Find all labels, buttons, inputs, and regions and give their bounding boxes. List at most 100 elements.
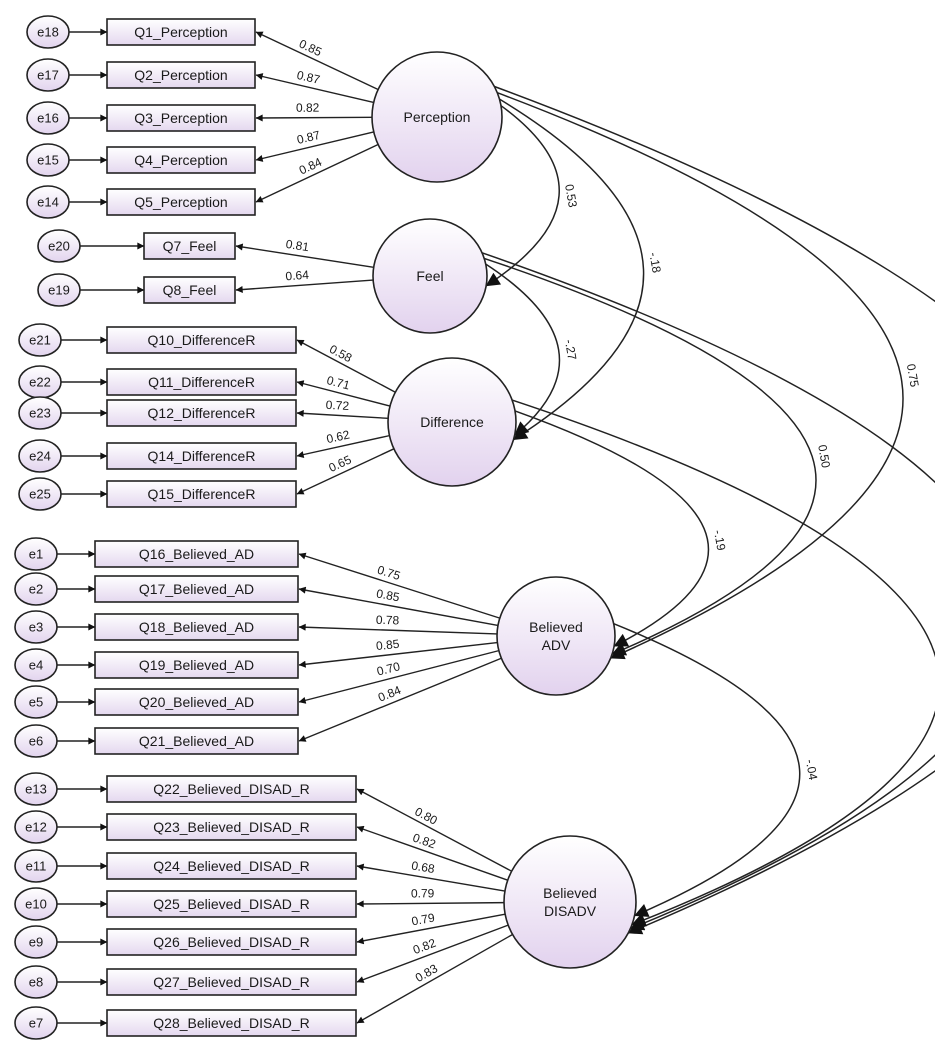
indicator: Q27_Believed_DISAD_R <box>106 968 357 996</box>
error-term: e20 <box>37 229 81 263</box>
indicator-box <box>106 61 256 89</box>
latent-circle <box>372 218 488 334</box>
indicator: Q19_Believed_AD <box>94 651 299 679</box>
error-ellipse <box>14 685 58 719</box>
error-term: e17 <box>26 58 70 92</box>
error-label: e17 <box>37 68 59 83</box>
loading-arrow <box>298 623 498 635</box>
loading-value: 0.70 <box>375 659 401 678</box>
indicator-box <box>143 232 236 260</box>
loading-arrow <box>296 380 391 407</box>
latent-circle <box>496 576 616 696</box>
error-ellipse <box>26 101 70 135</box>
correlation-value: -.04 <box>803 758 820 781</box>
error-ellipse <box>14 925 58 959</box>
error-ellipse <box>14 810 58 844</box>
error-label: e12 <box>25 820 47 835</box>
indicator-label: Q23_Believed_DISAD_R <box>153 819 309 835</box>
error-ellipse <box>14 724 58 758</box>
indicator: Q28_Believed_DISAD_R <box>106 1009 357 1037</box>
indicator-box <box>106 368 297 396</box>
indicator: Q5_Perception <box>106 188 256 216</box>
indicator-box <box>106 480 297 508</box>
loading-value: 0.87 <box>295 68 321 87</box>
latent-variable: Feel <box>372 218 488 334</box>
error-ellipse <box>18 477 62 511</box>
error-term: e16 <box>26 101 70 135</box>
loading-arrow <box>296 409 389 420</box>
error-term: e10 <box>14 887 58 921</box>
indicator-box <box>106 104 256 132</box>
indicator-box <box>94 727 299 755</box>
error-label: e7 <box>29 1016 43 1031</box>
error-term: e8 <box>14 965 58 999</box>
error-ellipse <box>14 537 58 571</box>
indicator-box <box>143 276 236 304</box>
error-term: e24 <box>18 439 62 473</box>
correlation-value: -.18 <box>646 251 663 274</box>
loading-value: 0.87 <box>295 128 321 147</box>
error-term: e11 <box>14 849 58 883</box>
error-term: e1 <box>14 537 58 571</box>
indicator: Q15_DifferenceR <box>106 480 297 508</box>
indicator-box <box>106 928 357 956</box>
error-label: e16 <box>37 111 59 126</box>
loading-arrow <box>356 913 506 945</box>
indicator-label: Q16_Believed_AD <box>139 546 254 562</box>
error-label: e3 <box>29 620 43 635</box>
error-label: e9 <box>29 935 43 950</box>
indicator-label: Q10_DifferenceR <box>148 332 256 348</box>
indicator-label: Q21_Believed_AD <box>139 733 254 749</box>
indicator-box <box>94 651 299 679</box>
indicator-label: Q18_Believed_AD <box>139 619 254 635</box>
error-label: e21 <box>29 333 51 348</box>
correlation-arc <box>479 75 935 935</box>
error-term: e22 <box>18 365 62 399</box>
loading-arrow <box>298 649 500 704</box>
error-term: e7 <box>14 1006 58 1040</box>
error-ellipse <box>18 323 62 357</box>
error-label: e19 <box>48 283 70 298</box>
error-ellipse <box>14 1006 58 1040</box>
error-label: e20 <box>48 239 70 254</box>
indicator-box <box>94 613 299 641</box>
error-ellipse <box>26 185 70 219</box>
indicator-label: Q25_Believed_DISAD_R <box>153 896 309 912</box>
loading-arrow <box>296 448 395 495</box>
error-ellipse <box>26 143 70 177</box>
loading-value: 0.78 <box>376 613 400 628</box>
error-label: e10 <box>25 897 47 912</box>
loading-value: 0.84 <box>297 155 324 178</box>
error-ellipse <box>14 648 58 682</box>
loading-value: 0.82 <box>296 101 320 115</box>
loading-value: 0.71 <box>325 373 351 392</box>
latent-variable: Perception <box>371 51 503 183</box>
error-label: e22 <box>29 375 51 390</box>
loading-value: 0.79 <box>410 910 436 928</box>
indicator-box <box>106 399 297 427</box>
error-ellipse <box>37 229 81 263</box>
loading-value: 0.72 <box>325 398 349 413</box>
loading-arrow <box>356 863 506 892</box>
indicator: Q26_Believed_DISAD_R <box>106 928 357 956</box>
error-label: e15 <box>37 153 59 168</box>
indicator: Q16_Believed_AD <box>94 540 299 568</box>
latent-label: Perception <box>404 109 471 125</box>
latent-label: Believed <box>529 619 583 635</box>
error-term: e3 <box>14 610 58 644</box>
loading-value: 0.64 <box>285 268 310 284</box>
latent-circle <box>371 51 503 183</box>
indicator-box <box>106 18 256 46</box>
latent-label: Feel <box>416 268 443 284</box>
indicator: Q12_DifferenceR <box>106 399 297 427</box>
loading-arrow <box>235 279 374 294</box>
indicator-box <box>106 890 357 918</box>
indicator-box <box>106 1009 357 1037</box>
indicator: Q25_Believed_DISAD_R <box>106 890 357 918</box>
error-ellipse <box>14 887 58 921</box>
indicator: Q22_Believed_DISAD_R <box>106 775 357 803</box>
latent-label: ADV <box>542 637 571 653</box>
error-term: e14 <box>26 185 70 219</box>
